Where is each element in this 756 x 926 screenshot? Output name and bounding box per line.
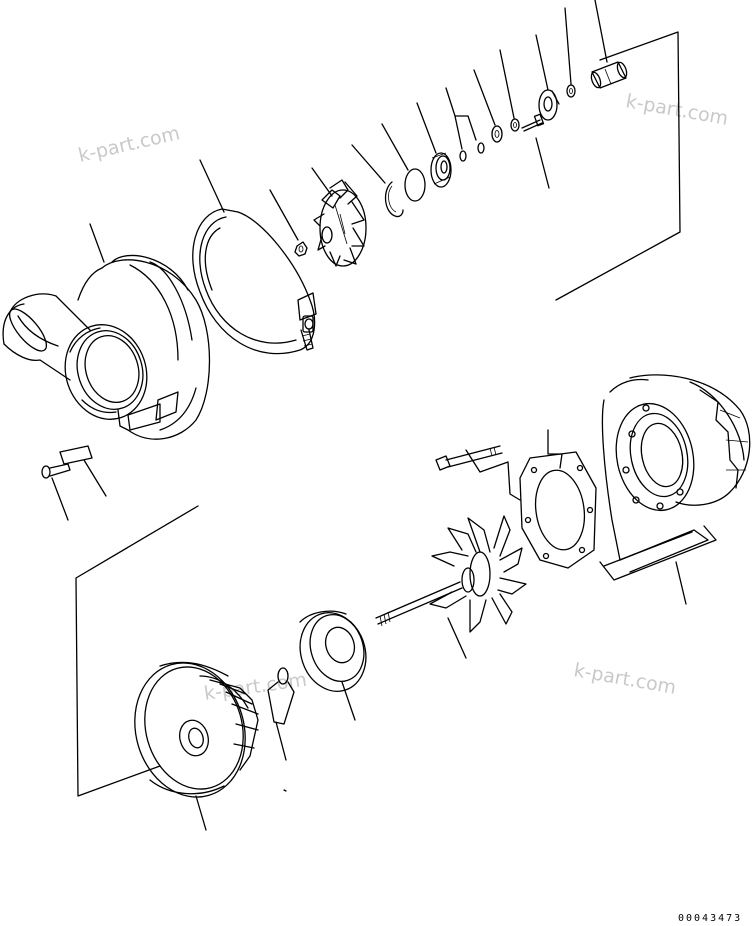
heat-shield-part [299,610,367,692]
watermark-top-left: k-part.com [76,122,182,167]
thrust-bolt-part [521,113,545,132]
o-ring-1 [459,150,467,162]
leader-compressor-nut [269,189,299,241]
o-ring-large [404,168,426,202]
group-bracket-upper [555,31,681,301]
leader-small-nut [499,49,515,119]
leader-o-ring-large [381,123,409,171]
clamp-band-part [192,208,317,355]
leader-compressor-wheel [311,167,333,197]
leader-gasket [547,429,563,469]
leader-turbine-wheel [447,617,467,659]
leader-center-housing [195,795,207,831]
seal-plate-part [430,152,452,188]
turbine-wheel-shaft-part [375,515,527,633]
leader-thrust-collar [535,34,549,91]
leader-housing-bolt [465,449,521,501]
washer-part [566,84,576,98]
name-plate-part [59,445,93,465]
o-ring-2 [477,142,485,154]
watermark-top-right: k-part.com [624,90,730,130]
leader-rivet [51,477,69,521]
watermark-bottom-right: k-part.com [572,659,678,699]
compressor-housing-part [2,254,211,440]
thrust-collar-part [538,89,560,121]
leader-lower-o-ring [267,681,295,725]
leader-snap-ring [351,144,386,184]
leader-turbine-housing [675,561,687,605]
center-housing-part [134,661,259,798]
leader-o-rings-b [454,115,463,150]
group-bracket-lower [75,505,199,797]
drawing-code: 00043473 [678,913,742,924]
leader-compressor-housing [89,223,105,263]
leader-lower-o-ring-b [275,721,287,761]
leader-thrust-bolt [535,137,550,189]
leader-clamp-band [199,159,225,213]
rivet-part [41,463,71,479]
small-nut-part [510,118,520,132]
leader-o-rings [445,87,477,141]
compressor-wheel-part [313,179,367,267]
leader-seal-plate [416,102,437,154]
tick-mark [283,789,287,792]
lower-o-ring [277,667,289,685]
snap-ring-part [384,181,404,218]
leader-sleeve [594,0,608,63]
turbine-housing-part [599,374,751,581]
leader-heat-shield [341,681,356,721]
housing-bolt-part [435,445,503,471]
leader-name-plate [83,459,107,497]
bearing-ring-part [491,125,503,143]
compressor-nut-part [294,241,308,257]
sleeve-part [590,61,628,89]
gasket-part [519,451,597,569]
leader-bearing-ring [473,69,496,126]
leader-washer [564,7,572,85]
